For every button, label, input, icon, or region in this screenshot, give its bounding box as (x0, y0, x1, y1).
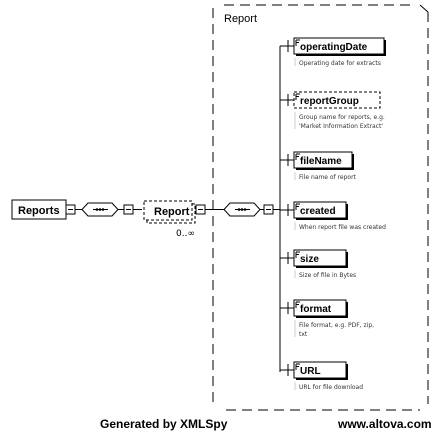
element-name: URL (300, 366, 321, 377)
element-type-icon (295, 39, 300, 46)
element-doc: txt (299, 331, 308, 338)
element-doc: URL for file download (299, 384, 363, 391)
element-name: fileName (300, 156, 342, 167)
sequence-expand-icon[interactable] (123, 204, 134, 215)
element-type-icon (295, 93, 300, 100)
element-doc: Operating date for extracts (299, 60, 381, 67)
element-name: operatingDate (300, 42, 368, 53)
sequence-compositor-icon-2 (223, 202, 261, 217)
group-title: Report (224, 13, 257, 25)
reports-label: Reports (18, 205, 60, 217)
sequence-expand-icon-2[interactable] (263, 204, 274, 215)
element-doc: Group name for reports, e.g. (299, 114, 385, 121)
element-box (293, 37, 385, 55)
element-doc: File format, e.g. PDF, zip, (299, 322, 374, 329)
reports-expand-icon[interactable] (65, 204, 76, 215)
element-doc: When report file was created (299, 224, 386, 231)
element-box (293, 151, 353, 169)
element-box (293, 361, 347, 379)
reports-element[interactable]: Reports (11, 199, 68, 221)
element-type-icon (295, 363, 300, 370)
report-element[interactable]: Report (143, 200, 196, 224)
element-box (293, 299, 347, 317)
report-expand-icon[interactable] (195, 204, 206, 215)
element-type-icon (295, 153, 300, 160)
element-url[interactable]: URL URL for file download (280, 361, 363, 391)
footer-generated: Generated by XMLSpy (100, 417, 228, 431)
element-name: size (300, 254, 319, 265)
report-cardinality: 0..∞ (176, 229, 195, 239)
element-box (293, 249, 347, 267)
element-type-icon (295, 251, 300, 258)
element-name: format (300, 304, 332, 315)
sequence-compositor-icon (81, 202, 119, 217)
element-name: reportGroup (300, 96, 359, 107)
element-box (293, 201, 347, 219)
element-name: created (300, 206, 336, 217)
footer-url: www.altova.com (337, 417, 432, 431)
report-label: Report (154, 206, 190, 218)
element-type-icon (295, 301, 300, 308)
element-box (293, 91, 381, 109)
element-doc: File name of report (299, 174, 357, 181)
report-group-frame (212, 4, 429, 411)
element-type-icon (295, 203, 300, 210)
element-doc: 'Market Information Extract' (299, 123, 383, 130)
element-doc: Size of file in Bytes (299, 272, 356, 279)
